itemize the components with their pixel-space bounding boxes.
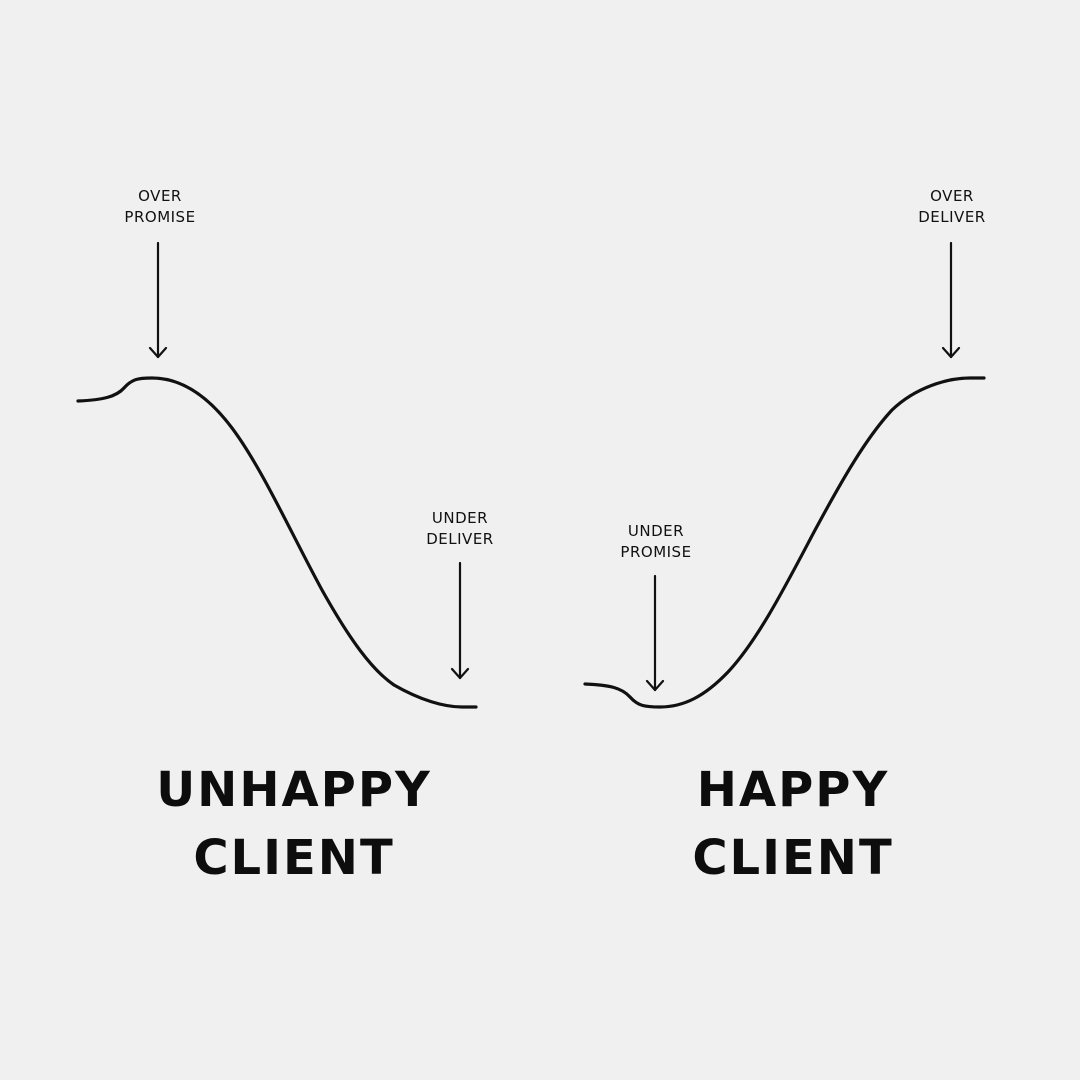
over-deliver-label-line1: OVER [930, 187, 974, 205]
under-promise-label-line1: UNDER [628, 522, 684, 540]
unhappy-caption-line2: CLIENT [193, 830, 394, 886]
descending-curve [76, 376, 478, 709]
happy-caption-line2: CLIENT [692, 830, 893, 886]
right-panel: UNDER PROMISE OVER DELIVER HAPPY CLIENT [583, 187, 986, 886]
over-promise-label-line1: OVER [138, 187, 182, 205]
under-promise-label-line2: PROMISE [620, 543, 691, 561]
ascending-curve [583, 376, 986, 709]
left-panel: OVER PROMISE UNDER DELIVER UNHAPPY CLIEN… [76, 187, 493, 886]
under-promise-arrowhead [645, 679, 665, 692]
over-deliver-arrowhead [941, 346, 961, 359]
under-deliver-label-line2: DELIVER [426, 530, 493, 548]
under-deliver-label-line1: UNDER [432, 509, 488, 527]
under-deliver-arrowhead [450, 667, 470, 680]
over-promise-label-line2: PROMISE [124, 208, 195, 226]
over-promise-arrowhead [148, 346, 168, 359]
happy-caption-line1: HAPPY [697, 762, 889, 818]
unhappy-caption-line1: UNHAPPY [156, 762, 432, 818]
over-deliver-label-line2: DELIVER [918, 208, 985, 226]
